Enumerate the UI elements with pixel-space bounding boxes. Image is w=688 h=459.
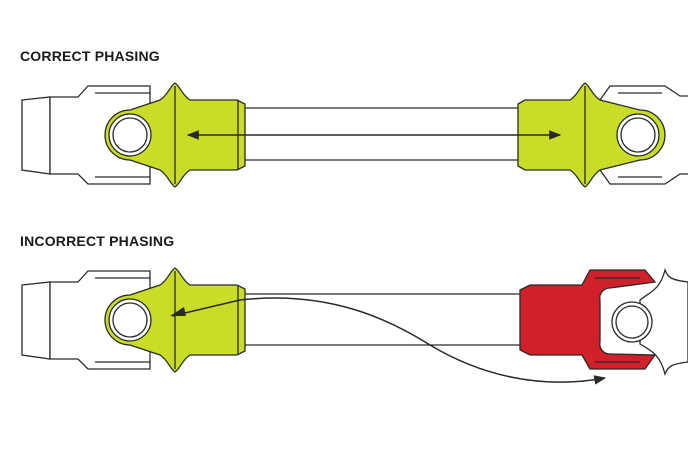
right-white-yoke: [599, 85, 688, 185]
driveshaft-tube: [245, 293, 520, 346]
driveshaft-tube: [245, 107, 518, 161]
right-green-yoke: [517, 82, 666, 188]
incorrect-phasing-title: INCORRECT PHASING: [20, 233, 175, 249]
correct-phasing-title: CORRECT PHASING: [20, 48, 160, 64]
phase-misalignment-arrowhead-left: [170, 307, 186, 316]
correct-phasing-driveshaft: [21, 82, 688, 188]
incorrect-phasing-driveshaft: [21, 267, 688, 377]
right-white-yoke: [639, 267, 688, 377]
left-stub-shaft: [21, 96, 51, 175]
right-red-yoke: [519, 269, 657, 370]
